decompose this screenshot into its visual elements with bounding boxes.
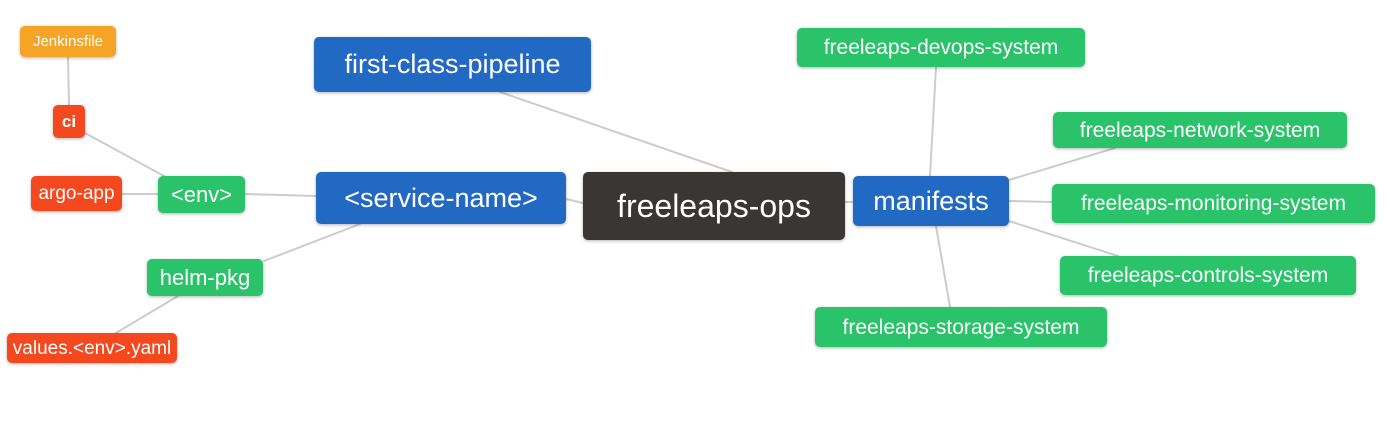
edge-helm-pkg-to-values-env-yaml [115,295,179,334]
node-freeleaps-network-system[interactable]: freeleaps-network-system [1053,112,1347,148]
node-jenkinsfile[interactable]: Jenkinsfile [20,26,116,57]
node-manifests[interactable]: manifests [853,176,1009,226]
node-helm-pkg[interactable]: helm-pkg [147,259,263,296]
node-env[interactable]: <env> [158,176,245,213]
node-freeleaps-ops[interactable]: freeleaps-ops [583,172,845,240]
edge-jenkinsfile-to-ci [67,56,70,106]
node-argo-app[interactable]: argo-app [31,176,122,211]
edge-manifests-to-freeleaps-network-system [1008,147,1116,181]
edge-ci-to-env [84,132,165,177]
node-first-class-pipeline[interactable]: first-class-pipeline [314,37,591,92]
edge-manifests-to-freeleaps-devops-system [929,66,937,177]
node-freeleaps-monitoring-system[interactable]: freeleaps-monitoring-system [1052,184,1375,223]
node-freeleaps-storage-system[interactable]: freeleaps-storage-system [815,307,1107,347]
edge-manifests-to-freeleaps-monitoring-system [1008,200,1053,203]
edge-env-to-service-name [244,193,317,197]
edge-service-name-to-helm-pkg [263,223,361,262]
node-freeleaps-controls-system[interactable]: freeleaps-controls-system [1060,256,1356,295]
edge-first-class-pipeline-to-freeleaps-ops [499,91,733,173]
edge-service-name-to-freeleaps-ops [565,198,584,204]
node-service-name[interactable]: <service-name> [316,172,566,224]
edge-manifests-to-freeleaps-storage-system [935,225,951,308]
node-ci[interactable]: ci [53,105,85,138]
node-freeleaps-devops-system[interactable]: freeleaps-devops-system [797,28,1085,67]
edge-manifests-to-freeleaps-controls-system [1008,220,1119,257]
node-values-env-yaml[interactable]: values.<env>.yaml [7,333,177,363]
